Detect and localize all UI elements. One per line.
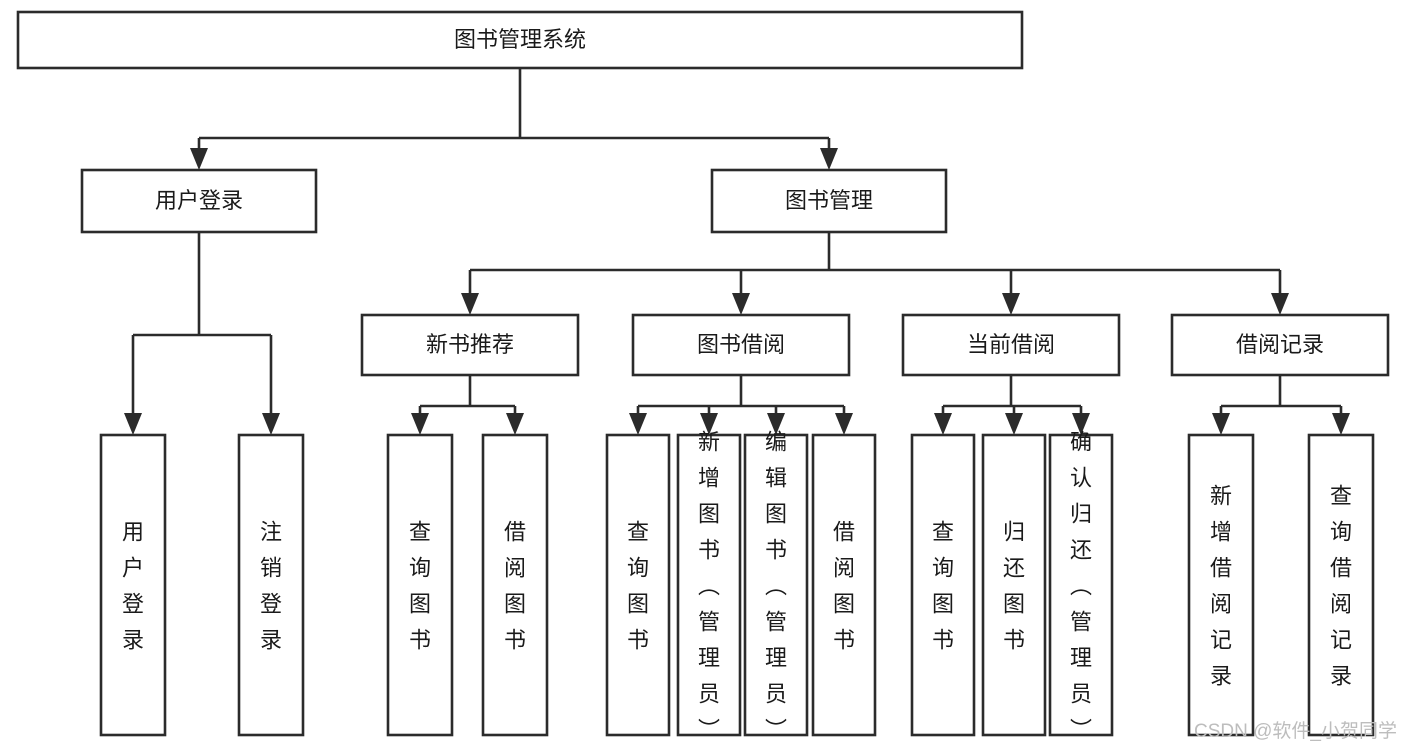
- node-label: 注销登录: [260, 520, 282, 653]
- node-label: 归还图书: [1003, 520, 1025, 653]
- node-leaf-新增借阅记录[interactable]: 新增借阅记录: [1187, 433, 1255, 737]
- nodes-layer: 图书管理系统用户登录图书管理新书推荐图书借阅当前借阅借阅记录用户登录注销登录查询…: [16, 10, 1390, 743]
- arrow-head-icon: [629, 413, 647, 435]
- node-level3-图书借阅[interactable]: 图书借阅: [631, 313, 851, 377]
- node-leaf-查询图书[interactable]: 查询图书: [605, 433, 671, 737]
- node-label: 新书推荐: [426, 332, 514, 357]
- node-box: [605, 433, 671, 737]
- arrow-head-icon: [1072, 413, 1090, 435]
- watermark-text: CSDN @软件_小贺同学: [1194, 721, 1397, 742]
- node-box: [1187, 433, 1255, 737]
- edge-group-图书借阅: [629, 375, 853, 435]
- node-label: 查询图书: [932, 520, 954, 653]
- node-level3-新书推荐[interactable]: 新书推荐: [360, 313, 580, 377]
- node-box: [237, 433, 305, 737]
- node-label: 图书借阅: [697, 332, 785, 357]
- edge-group-用户登录: [124, 232, 280, 435]
- node-leaf-查询图书[interactable]: 查询图书: [386, 433, 454, 737]
- node-label: 借阅图书: [833, 520, 855, 653]
- node-level3-当前借阅[interactable]: 当前借阅: [901, 313, 1121, 377]
- edge-group-新书推荐: [411, 375, 524, 435]
- node-leaf-借阅图书[interactable]: 借阅图书: [811, 433, 877, 737]
- node-label: 确认归还︵管理员︶: [1070, 430, 1092, 743]
- node-label: 编辑图书︵管理员︶: [765, 430, 787, 743]
- node-box: [386, 433, 454, 737]
- node-label: 查询借阅记录: [1330, 484, 1352, 689]
- node-box: [981, 433, 1047, 737]
- arrow-head-icon: [767, 413, 785, 435]
- arrow-head-icon: [835, 413, 853, 435]
- node-level2-图书管理[interactable]: 图书管理: [710, 168, 948, 234]
- node-root-图书管理系统[interactable]: 图书管理系统: [16, 10, 1024, 70]
- node-leaf-新增图书管理员[interactable]: 新增图书︵管理员︶: [676, 430, 742, 743]
- arrow-head-icon: [190, 148, 208, 170]
- arrow-head-icon: [1271, 293, 1289, 315]
- arrow-head-icon: [934, 413, 952, 435]
- arrow-head-icon: [700, 413, 718, 435]
- arrow-head-icon: [820, 148, 838, 170]
- node-label: 查询图书: [627, 520, 649, 653]
- node-box: [631, 313, 851, 377]
- arrow-head-icon: [1005, 413, 1023, 435]
- edges-layer: [124, 68, 1350, 435]
- node-level3-借阅记录[interactable]: 借阅记录: [1170, 313, 1390, 377]
- edge-group-借阅记录: [1212, 375, 1350, 435]
- arrow-head-icon: [1212, 413, 1230, 435]
- node-level2-用户登录[interactable]: 用户登录: [80, 168, 318, 234]
- node-box: [481, 433, 549, 737]
- node-label: 借阅图书: [504, 520, 526, 653]
- node-leaf-用户登录[interactable]: 用户登录: [99, 433, 167, 737]
- node-box: [743, 433, 809, 737]
- arrow-head-icon: [1332, 413, 1350, 435]
- node-label: 用户登录: [122, 520, 144, 653]
- node-leaf-查询图书[interactable]: 查询图书: [910, 433, 976, 737]
- arrow-head-icon: [124, 413, 142, 435]
- node-box: [710, 168, 948, 234]
- node-label: 图书管理: [785, 188, 873, 213]
- arrow-head-icon: [1002, 293, 1020, 315]
- node-box: [99, 433, 167, 737]
- node-box: [360, 313, 580, 377]
- node-leaf-归还图书[interactable]: 归还图书: [981, 433, 1047, 737]
- node-box: [1048, 433, 1114, 737]
- node-label: 图书管理系统: [454, 27, 586, 52]
- node-leaf-确认归还管理员[interactable]: 确认归还︵管理员︶: [1048, 430, 1114, 743]
- node-leaf-编辑图书管理员[interactable]: 编辑图书︵管理员︶: [743, 430, 809, 743]
- arrow-head-icon: [732, 293, 750, 315]
- node-label: 借阅记录: [1236, 332, 1324, 357]
- node-leaf-借阅图书[interactable]: 借阅图书: [481, 433, 549, 737]
- node-label: 用户登录: [155, 188, 243, 213]
- arrow-head-icon: [461, 293, 479, 315]
- node-leaf-注销登录[interactable]: 注销登录: [237, 433, 305, 737]
- arrow-head-icon: [506, 413, 524, 435]
- node-box: [910, 433, 976, 737]
- node-box: [1307, 433, 1375, 737]
- node-box: [16, 10, 1024, 70]
- node-box: [901, 313, 1121, 377]
- node-leaf-查询借阅记录[interactable]: 查询借阅记录: [1307, 433, 1375, 737]
- node-label: 新增图书︵管理员︶: [698, 430, 720, 743]
- node-label: 查询图书: [409, 520, 431, 653]
- node-label: 当前借阅: [967, 332, 1055, 357]
- node-box: [1170, 313, 1390, 377]
- edge-group-图书管理系统: [190, 68, 838, 170]
- edge-group-当前借阅: [934, 375, 1090, 435]
- node-box: [811, 433, 877, 737]
- node-box: [80, 168, 318, 234]
- arrow-head-icon: [262, 413, 280, 435]
- node-label: 新增借阅记录: [1210, 484, 1232, 689]
- arrow-head-icon: [411, 413, 429, 435]
- node-box: [676, 433, 742, 737]
- edge-group-图书管理: [461, 232, 1289, 315]
